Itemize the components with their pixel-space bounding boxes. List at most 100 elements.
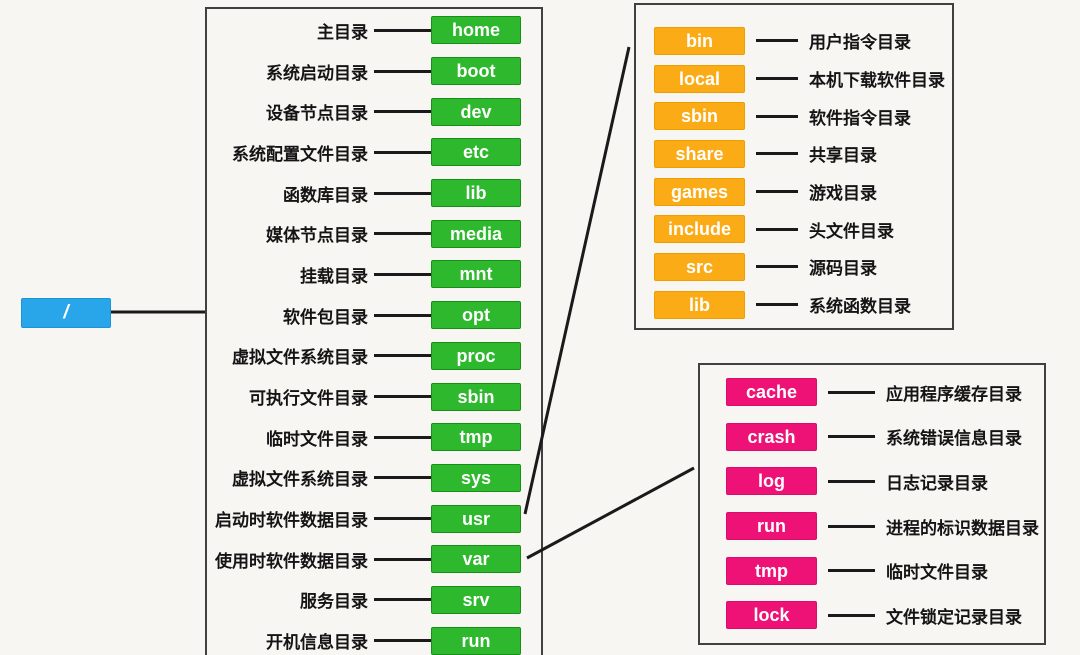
connector-line [756,190,798,194]
directory-description: 软件包目录 [283,307,368,327]
directory-description: 可执行文件目录 [249,389,368,409]
directory-description: 系统启动目录 [266,63,368,83]
directory-box-run: run [431,626,521,655]
directory-description: 软件指令目录 [809,108,911,128]
connector-line [756,114,798,118]
connector-line [374,435,431,439]
directory-description: 文件锁定记录目录 [886,607,1022,627]
root-directory-node: / [21,298,111,328]
connector-line [756,227,798,231]
directory-box-local: local [654,64,745,93]
directory-row: 软件包目录 opt [207,295,541,336]
connector-line [374,191,431,195]
directory-description: 应用程序缓存目录 [886,384,1022,404]
directory-row: 函数库目录 lib [207,173,541,214]
directory-box-proc: proc [431,341,521,370]
directory-description: 系统配置文件目录 [232,144,368,164]
subdirectory-row: local 本机下载软件目录 [636,60,952,98]
directory-description: 进程的标识数据目录 [886,518,1039,538]
connector-line [374,639,431,643]
subdirectory-row: log 日志记录目录 [700,459,1044,504]
directory-box-media: media [431,219,521,248]
directory-description: 使用时软件数据目录 [215,551,368,571]
subdirectory-row: bin 用户指令目录 [636,22,952,60]
subdirectory-row: run 进程的标识数据目录 [700,504,1044,549]
connector-line [756,152,798,156]
usr-subdirectory-panel: bin 用户指令目录 local 本机下载软件目录 sbin 软件指令目录 sh… [634,3,954,330]
directory-row: 临时文件目录 tmp [207,417,541,458]
connector-line [374,232,431,236]
directory-row: 启动时软件数据目录 usr [207,498,541,539]
directory-row: 虚拟文件系统目录 sys [207,458,541,499]
directory-description: 启动时软件数据目录 [215,511,368,531]
subdirectory-row: lock 文件锁定记录目录 [700,593,1044,638]
subdirectory-row: tmp 临时文件目录 [700,548,1044,593]
directory-box-srv: srv [431,585,521,614]
directory-description: 服务目录 [300,592,368,612]
directory-description: 挂载目录 [300,266,368,286]
directory-box-boot: boot [431,57,521,86]
directory-row: 虚拟文件系统目录 proc [207,336,541,377]
directory-description: 临时文件目录 [886,563,988,583]
directory-box-lib: lib [431,179,521,208]
directory-box-etc: etc [431,138,521,167]
connector-line [828,569,875,573]
subdirectory-row: crash 系统错误信息目录 [700,415,1044,460]
directory-row: 系统配置文件目录 etc [207,132,541,173]
connector-line [756,303,798,307]
directory-description: 系统函数目录 [809,297,911,317]
subdirectory-row: games 游戏目录 [636,173,952,211]
directory-row: 设备节点目录 dev [207,91,541,132]
connector-line [374,313,431,317]
directory-box-sbin: sbin [431,382,521,411]
directory-description: 系统错误信息目录 [886,429,1022,449]
directory-description: 本机下载软件目录 [809,71,945,91]
connector-line [374,517,431,521]
directory-box-crash: crash [726,422,817,451]
directory-row: 可执行文件目录 sbin [207,376,541,417]
directory-box-tmp: tmp [726,556,817,585]
directory-box-var: var [431,545,521,574]
connector-line [756,39,798,43]
directory-description: 用户指令目录 [809,33,911,53]
connector-line [756,77,798,81]
directory-description: 虚拟文件系统目录 [232,470,368,490]
directory-description: 媒体节点目录 [266,226,368,246]
connector-line [828,479,875,483]
connector-line [374,28,431,32]
directory-description: 日志记录目录 [886,473,988,493]
connector-line [374,395,431,399]
connector-line [374,354,431,358]
connector-line [828,524,875,528]
connector-line [374,272,431,276]
subdirectory-row: cache 应用程序缓存目录 [700,370,1044,415]
directory-description: 游戏目录 [809,184,877,204]
directory-row: 媒体节点目录 media [207,213,541,254]
directory-box-run: run [726,512,817,541]
directory-description: 开机信息目录 [266,633,368,653]
directory-row: 主目录 home [207,10,541,51]
directory-row: 挂载目录 mnt [207,254,541,295]
subdirectory-row: share 共享目录 [636,135,952,173]
connector-line [374,110,431,114]
directory-box-sbin: sbin [654,102,745,131]
directory-box-lock: lock [726,601,817,630]
subdirectory-row: src 源码目录 [636,248,952,286]
directory-description: 设备节点目录 [266,104,368,124]
directory-box-include: include [654,215,745,244]
directory-description: 临时文件目录 [266,429,368,449]
subdirectory-row: sbin 软件指令目录 [636,97,952,135]
directory-description: 函数库目录 [283,185,368,205]
directory-description: 虚拟文件系统目录 [232,348,368,368]
connector-line [374,476,431,480]
connector-line [374,69,431,73]
directory-row: 开机信息目录 run [207,620,541,655]
directory-box-src: src [654,252,745,281]
connector-line [828,435,875,439]
directory-description: 头文件目录 [809,221,894,241]
directory-box-games: games [654,177,745,206]
directory-box-cache: cache [726,378,817,407]
connector-line [828,390,875,394]
connector-line [828,613,875,617]
